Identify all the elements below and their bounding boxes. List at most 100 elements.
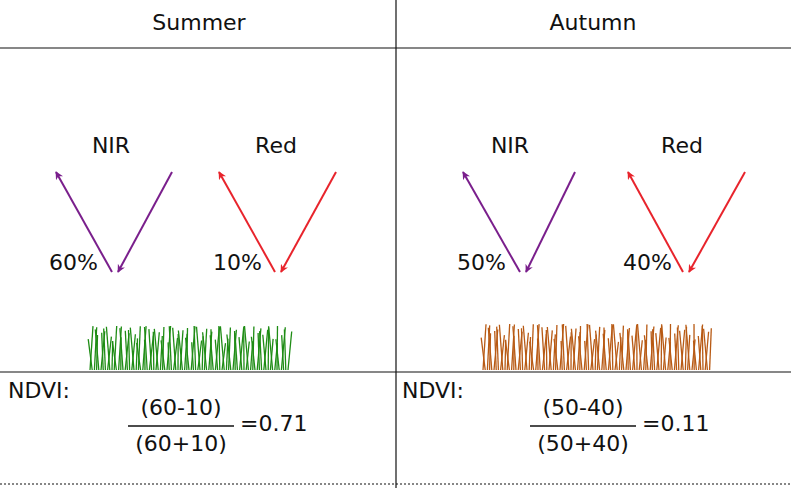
grass-blade: [566, 326, 569, 370]
fraction-denominator: (50+40): [537, 431, 629, 457]
grass-blade: [585, 341, 587, 370]
grass-blade: [596, 331, 600, 370]
grass-blade: [674, 325, 678, 370]
grass-blade: [125, 331, 127, 370]
grass-blade: [481, 338, 485, 370]
grass-blade: [571, 329, 575, 370]
grass-blade: [495, 331, 497, 370]
grass-blade: [186, 338, 189, 370]
grass-blade: [243, 327, 245, 370]
ndvi-label: NDVI:: [8, 378, 70, 404]
grass-blade: [704, 329, 708, 370]
grass-blade: [257, 328, 261, 370]
grass-blade: [699, 325, 703, 371]
grass-blade: [579, 336, 582, 370]
grass-blade: [215, 327, 219, 370]
grass-blade: [95, 330, 99, 371]
percent-value: 40%: [623, 250, 672, 276]
grass-blade: [656, 333, 659, 370]
grass-blade: [547, 327, 551, 370]
grass-blade: [258, 333, 259, 370]
grass-blade: [657, 328, 661, 370]
grass-blade: [554, 339, 558, 370]
ndvi-result: =0.11: [642, 411, 709, 437]
brown-grass: [481, 324, 711, 370]
grass-blade: [513, 326, 516, 370]
grass-blade: [210, 335, 213, 370]
grass-blade: [561, 341, 562, 370]
grass-blade: [227, 335, 231, 371]
grass-blade: [628, 331, 631, 370]
grass-blade: [194, 326, 196, 370]
grass-blade: [584, 324, 588, 370]
grass-blade: [677, 328, 678, 370]
band-label: Red: [661, 133, 703, 159]
grass-blade: [215, 340, 217, 370]
band-label: NIR: [491, 133, 529, 159]
fraction-numerator: (60-10): [140, 395, 221, 421]
grass-blade: [620, 333, 624, 370]
grass-blade: [522, 328, 523, 370]
grass-blade: [282, 335, 284, 370]
grass-blade: [626, 328, 629, 370]
grass-blade: [239, 337, 242, 370]
grass-blade: [499, 325, 502, 370]
grass-blade: [662, 324, 666, 370]
band-label: Red: [255, 133, 297, 159]
grass-blade: [177, 334, 178, 370]
grass-blade: [546, 330, 548, 370]
grass-blade: [488, 328, 492, 370]
grass-blade: [518, 329, 520, 370]
grass-blade: [710, 328, 712, 370]
grass-blade: [129, 330, 130, 370]
grass-blade: [632, 336, 635, 370]
grass-blade: [276, 339, 279, 370]
grass-blade: [130, 328, 134, 370]
fraction-numerator: (50-40): [542, 395, 623, 421]
fraction-bars: [128, 425, 636, 426]
grass-blade: [562, 324, 564, 370]
grass-blade: [102, 333, 104, 370]
grass-blade: [161, 340, 165, 370]
grass-blade: [178, 331, 182, 371]
grass-blade: [88, 339, 92, 370]
grass-blade: [608, 338, 610, 370]
grass-blade: [288, 332, 292, 371]
grass-blade: [112, 342, 116, 370]
grass-blade: [530, 342, 534, 370]
grass-blade: [680, 331, 684, 370]
column-header: Summer: [152, 10, 245, 36]
grass-blade: [638, 324, 642, 370]
grass-blade: [613, 324, 617, 370]
grass-blade: [168, 342, 169, 370]
grass-blade: [233, 330, 236, 370]
grass-blade: [611, 324, 613, 370]
grass-blade: [603, 334, 606, 370]
grass-blade: [191, 326, 195, 370]
grass-blade: [587, 324, 589, 370]
grass-blade: [137, 343, 141, 370]
grass-blade: [284, 329, 285, 370]
fraction-denominator: (60+10): [135, 431, 227, 457]
green-grass: [88, 326, 292, 370]
percent-value: 60%: [49, 250, 98, 276]
grass-blade: [220, 326, 224, 370]
column-header: Autumn: [550, 10, 637, 36]
grass-blade: [173, 328, 176, 370]
percent-value: 10%: [213, 250, 262, 276]
grass-blade: [650, 327, 654, 371]
grass-blade: [644, 335, 648, 370]
grass-blade: [167, 326, 171, 370]
grass-blade: [675, 334, 677, 371]
grass-blade: [686, 325, 690, 370]
grass-blade: [633, 326, 637, 370]
grass-blade: [264, 330, 268, 370]
grass-blade: [153, 332, 155, 370]
grass-blade: [104, 329, 106, 371]
grass-blade: [197, 327, 201, 370]
grass-blade: [145, 327, 148, 370]
grass-blade: [570, 332, 572, 370]
grass-blade: [203, 332, 207, 370]
grass-blade: [694, 341, 697, 370]
grass-blade: [653, 329, 655, 370]
